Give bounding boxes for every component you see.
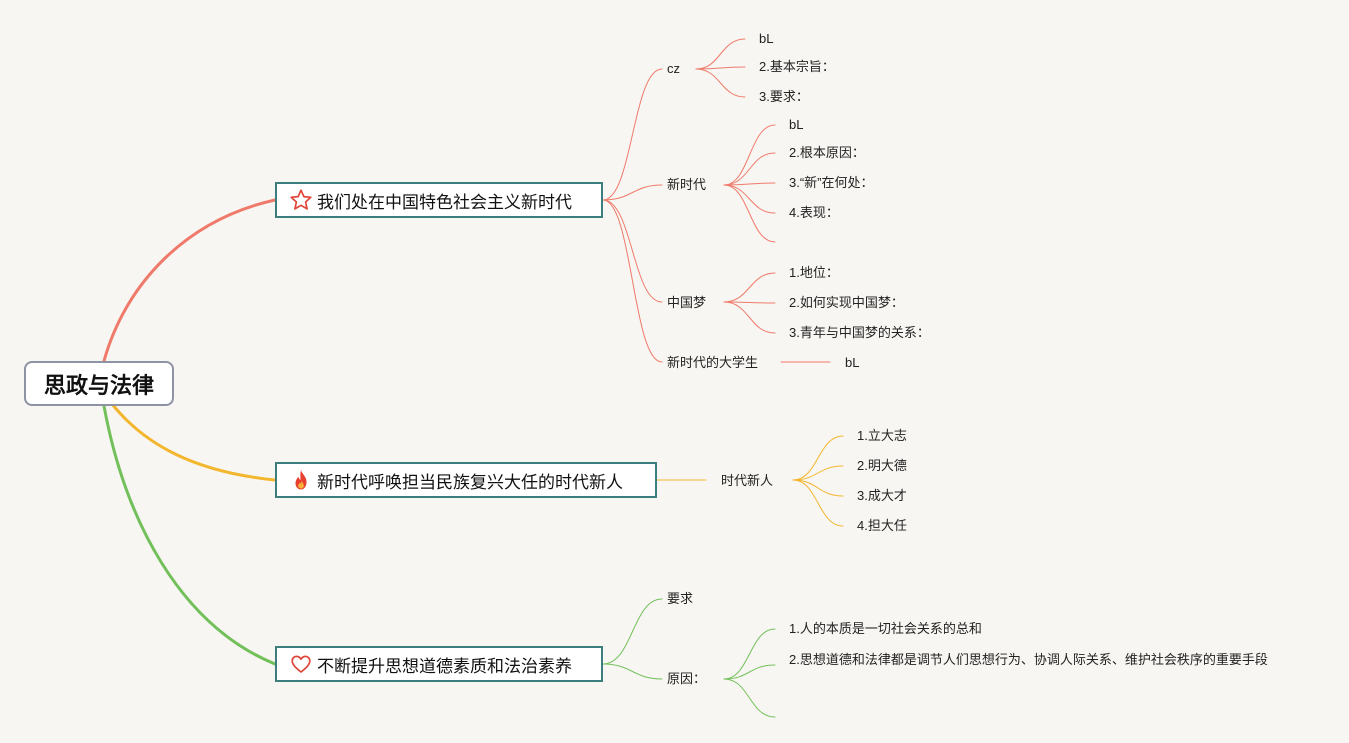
connector-branch3-sub2 bbox=[602, 663, 663, 680]
connector-new-era-leaf2 bbox=[723, 152, 776, 186]
connector-new-people-leaf1 bbox=[792, 435, 844, 481]
connector-branch1-sub1 bbox=[602, 68, 663, 201]
connector-branch1-sub3 bbox=[602, 199, 663, 303]
main-topic-label: 新时代呼唤担当民族复兴大任的时代新人 bbox=[317, 472, 623, 492]
connector-cz-leaf1 bbox=[695, 38, 746, 70]
subtopic-reasons[interactable]: 原因： bbox=[667, 671, 707, 686]
leaf-new-era-3[interactable]: 3.“新”在何处： bbox=[789, 175, 874, 190]
leaf-china-dream-2[interactable]: 2.如何实现中国梦： bbox=[789, 295, 904, 310]
leaf-china-dream-1[interactable]: 1.地位： bbox=[789, 265, 839, 280]
leaf-reasons-1[interactable]: 1.人的本质是一切社会关系的总和 bbox=[789, 621, 982, 636]
leaf-cz-1[interactable]: bL bbox=[759, 31, 774, 46]
subtopic-china-dream[interactable]: 中国梦 bbox=[667, 295, 707, 310]
fire-icon bbox=[289, 468, 313, 492]
connector-cz-leaf2 bbox=[695, 66, 746, 70]
leaf-new-people-1[interactable]: 1.立大志 bbox=[857, 428, 907, 443]
star-icon bbox=[289, 188, 313, 212]
connector-reasons-leaf1 bbox=[723, 628, 776, 680]
connector-reasons-leaf3 bbox=[723, 678, 776, 718]
connector-reasons-leaf2 bbox=[723, 664, 776, 680]
leaf-new-people-3[interactable]: 3.成大才 bbox=[857, 488, 907, 503]
leaf-new-era-1[interactable]: bL bbox=[789, 117, 804, 132]
connector-cz-leaf3 bbox=[695, 68, 746, 98]
root-topic-label: 思政与法律 bbox=[43, 372, 154, 398]
root-topic[interactable]: 思政与法律 bbox=[24, 361, 174, 406]
connector-china-dream-leaf3 bbox=[723, 301, 776, 334]
main-topic-label: 不断提升思想道德素质和法治素养 bbox=[317, 656, 572, 676]
connector-root-branch3 bbox=[102, 404, 277, 666]
subtopic-new-era[interactable]: 新时代 bbox=[667, 177, 707, 192]
connector-root-branch2 bbox=[110, 402, 277, 482]
leaf-new-people-4[interactable]: 4.担大任 bbox=[857, 518, 907, 533]
main-topic-new-era[interactable]: 我们处在中国特色社会主义新时代 bbox=[275, 182, 603, 218]
connector-branch1-sub4 bbox=[602, 199, 663, 363]
connector-root-branch1 bbox=[102, 198, 277, 363]
subtopic-college-students[interactable]: 新时代的大学生 bbox=[667, 355, 759, 370]
connector-branch1-sub2 bbox=[602, 184, 663, 201]
main-topic-label: 我们处在中国特色社会主义新时代 bbox=[317, 192, 572, 212]
connector-new-era-leaf5 bbox=[723, 184, 776, 243]
subtopic-requirements[interactable]: 要求 bbox=[667, 591, 694, 606]
leaf-cz-3[interactable]: 3.要求： bbox=[759, 89, 809, 104]
leaf-new-era-2[interactable]: 2.根本原因： bbox=[789, 145, 865, 160]
connector-new-people-leaf3 bbox=[792, 479, 844, 497]
main-topic-new-people[interactable]: 新时代呼唤担当民族复兴大任的时代新人 bbox=[275, 462, 657, 498]
leaf-college-students-1[interactable]: bL bbox=[845, 355, 860, 370]
leaf-new-era-4[interactable]: 4.表现： bbox=[789, 205, 839, 220]
connector-new-era-leaf3 bbox=[723, 182, 776, 186]
connector-new-era-leaf4 bbox=[723, 184, 776, 214]
leaf-new-people-2[interactable]: 2.明大德 bbox=[857, 458, 907, 473]
leaf-china-dream-3[interactable]: 3.青年与中国梦的关系： bbox=[789, 325, 930, 340]
connector-china-dream-leaf2 bbox=[723, 301, 776, 304]
connector-new-era-leaf1 bbox=[723, 124, 776, 186]
connector-china-dream-leaf1 bbox=[723, 272, 776, 303]
main-topic-morality-law[interactable]: 不断提升思想道德素质和法治素养 bbox=[275, 646, 603, 682]
heart-icon bbox=[289, 652, 313, 676]
subtopic-cz[interactable]: cz bbox=[667, 61, 680, 76]
connector-new-people-leaf4 bbox=[792, 479, 844, 527]
leaf-cz-2[interactable]: 2.基本宗旨： bbox=[759, 59, 835, 74]
connector-new-people-leaf2 bbox=[792, 465, 844, 481]
leaf-reasons-2[interactable]: 2.思想道德和法律都是调节人们思想行为、协调人际关系、维护社会秩序的重要手段 bbox=[789, 652, 1268, 667]
connector-branch3-sub1 bbox=[602, 598, 663, 665]
subtopic-new-people[interactable]: 时代新人 bbox=[721, 473, 774, 488]
